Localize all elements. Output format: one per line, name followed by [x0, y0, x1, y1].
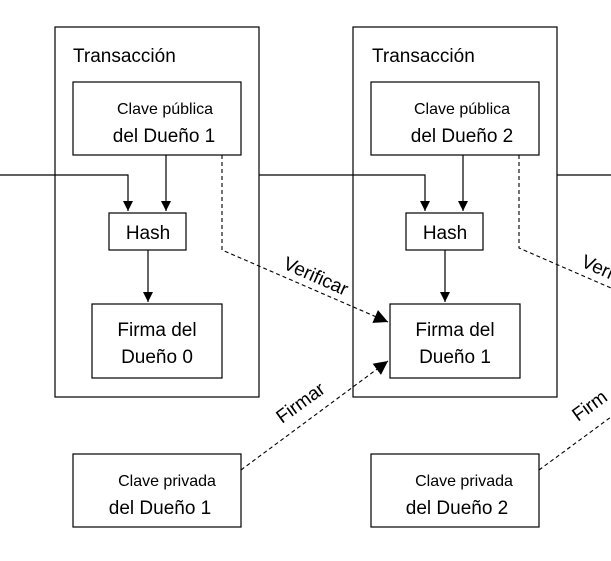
transaction-1-public-key-line2: del Dueño 1	[113, 126, 215, 147]
private-key-1: Clave privada del Dueño 1	[72, 453, 242, 528]
prev-transaction-to-hash-1-arrow	[0, 174, 133, 211]
transaction-2-signature-box	[389, 303, 521, 379]
verify-arrow-2	[518, 155, 611, 289]
sign-label-1: Firmar	[273, 378, 330, 428]
private-key-2-line2: del Dueño 2	[406, 498, 508, 519]
private-key-2-box	[370, 453, 540, 528]
transaction-2-signature-line1: Firma del	[415, 320, 494, 341]
private-key-2-line1: Clave privada	[415, 473, 513, 490]
transaction-2: Transacción Clave pública del Dueño 2 Ha…	[352, 26, 558, 398]
transaction-1-signature-line2: Dueño 0	[121, 347, 193, 368]
private-key-1-box	[72, 453, 242, 528]
sign-arrow-1	[240, 360, 389, 471]
transaction-2-public-key-box	[370, 81, 540, 156]
transaction-1-title: Transacción	[73, 46, 176, 67]
transaction-2-signature-line2: Dueño 1	[419, 347, 491, 368]
verify-label-1: Verificar	[280, 253, 352, 300]
transaction-1-to-hash-2-arrow	[259, 174, 430, 211]
transaction-2-public-key-line2: del Dueño 2	[411, 126, 513, 147]
transaction-1-public-key-box	[72, 81, 242, 156]
transaction-2-hash-label: Hash	[423, 223, 467, 244]
private-key-1-line2: del Dueño 1	[109, 498, 211, 519]
transaction-1-signature-box	[91, 303, 223, 379]
private-key-2: Clave privada del Dueño 2	[370, 453, 540, 528]
private-key-1-line1: Clave privada	[118, 473, 216, 490]
sign-label-2: Firm	[569, 387, 611, 426]
transaction-1-signature-line1: Firma del	[117, 320, 196, 341]
transaction-1-hash-label: Hash	[126, 223, 170, 244]
verify-arrow-1	[221, 155, 389, 323]
transaction-1-public-key-line1: Clave pública	[117, 101, 213, 118]
sign-arrow-2	[538, 416, 611, 471]
transaction-2-public-key-line1: Clave pública	[414, 101, 510, 118]
transaction-2-title: Transacción	[372, 46, 475, 67]
transaction-1: Transacción Clave pública del Dueño 1 Ha…	[54, 26, 260, 398]
verify-label-2: Veri	[578, 251, 611, 284]
